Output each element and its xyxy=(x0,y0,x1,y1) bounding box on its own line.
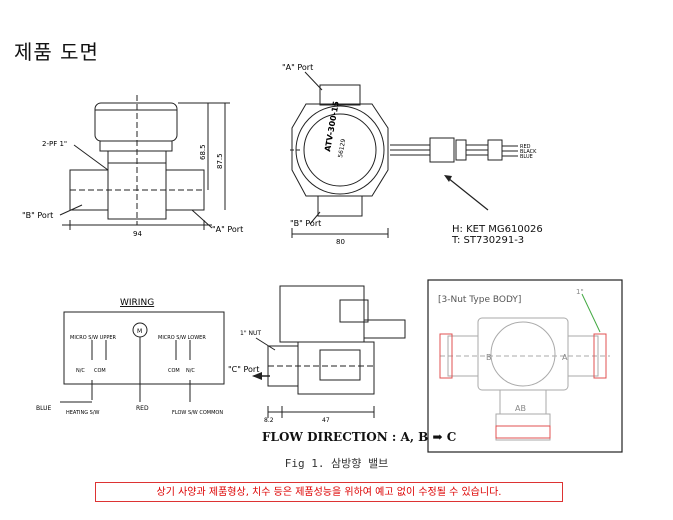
figure-caption: Fig 1. 삼방향 밸브 xyxy=(284,457,389,470)
notice-box: 상기 사양과 제품형상, 치수 등은 제품성능을 위하여 예고 없이 수정될 수… xyxy=(95,482,563,502)
top-width-dim: 80 xyxy=(336,238,345,246)
nut-leader-line xyxy=(581,293,601,333)
wiring-heating-label: HEATING S/W xyxy=(66,410,100,416)
front-view-drawing xyxy=(59,95,230,230)
wiring-blue-label: BLUE xyxy=(36,405,52,412)
wiring-lower-label: MICRO S/W LOWER xyxy=(158,335,206,341)
wiring-nc-left: N/C xyxy=(76,368,85,374)
wire-label-blue: BLUE xyxy=(520,154,533,160)
wiring-upper-label: MICRO S/W UPPER xyxy=(70,335,117,341)
flow-direction: FLOW DIRECTION : A, B ➡ C xyxy=(262,430,457,444)
top-view-drawing xyxy=(290,71,518,238)
connector-arrowhead xyxy=(444,175,452,182)
front-width-dim: 94 xyxy=(133,230,142,238)
front-height-dim-2: 87.5 xyxy=(216,153,224,169)
wire-label-red: RED xyxy=(520,144,531,150)
wiring-nc-right: N/C xyxy=(186,368,195,374)
nut-type-title: [3-Nut Type BODY] xyxy=(438,295,521,305)
nut-label-a: A xyxy=(562,353,568,362)
nut-label-b: B xyxy=(486,353,492,362)
front-pf-label: 2-PF 1" xyxy=(42,140,67,148)
motor-label: M xyxy=(137,328,142,335)
top-a-port-label: "A" Port xyxy=(282,63,313,72)
front-height-dim-1: 68.5 xyxy=(199,144,207,160)
top-b-port-label: "B" Port xyxy=(290,219,321,228)
c-port-arrow-icon xyxy=(252,372,262,380)
nut-type-frame xyxy=(427,279,623,453)
nut-highlights xyxy=(439,333,607,439)
part-number-text: 56129 xyxy=(337,138,347,158)
wiring-red-label: RED xyxy=(136,405,149,412)
wiring-title: WIRING xyxy=(120,298,154,308)
side-view-drawing xyxy=(255,285,406,418)
wiring-diagram xyxy=(60,311,225,403)
connector-pointer-arrow xyxy=(447,177,489,211)
wiring-com-right: COM xyxy=(168,368,180,374)
wire-label-black: BLACK xyxy=(520,149,537,155)
wiring-flow-label: FLOW S/W COMMON xyxy=(172,410,223,416)
nut-type-drawing xyxy=(440,317,610,441)
nut-label-ab: AB xyxy=(515,404,526,413)
front-b-port-label: "B" Port xyxy=(22,211,53,220)
side-c-port-label: "C" Port xyxy=(228,365,259,374)
nut-label-1in: 1" xyxy=(576,288,584,296)
side-dim-b: 47 xyxy=(322,417,330,424)
front-a-port-label: "A" Port xyxy=(212,225,243,234)
connector-t-spec: T: ST730291-3 xyxy=(452,235,525,246)
side-nut-label: 1" NUT xyxy=(240,330,261,337)
connector-h-spec: H: KET MG610026 xyxy=(452,224,543,235)
side-dim-a: 8.2 xyxy=(264,417,274,424)
wiring-com-left: COM xyxy=(94,368,106,374)
page-title: 제품 도면 xyxy=(14,40,99,64)
